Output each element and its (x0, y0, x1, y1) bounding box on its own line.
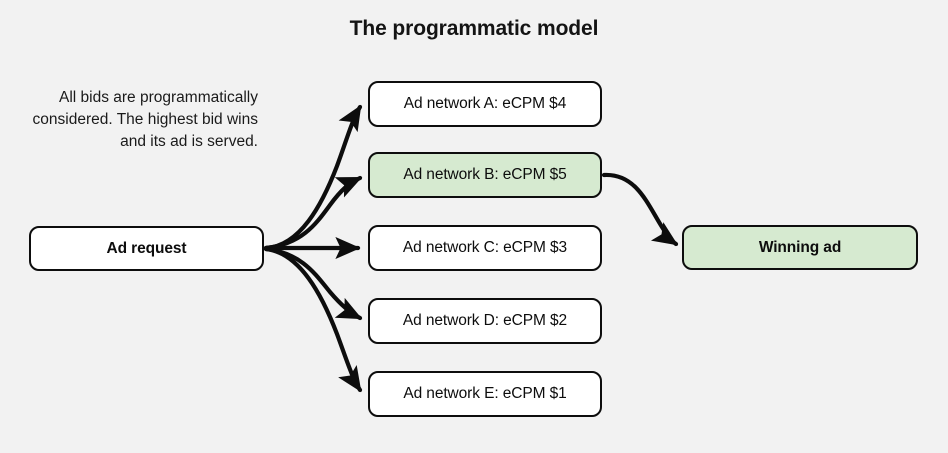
node-ad-network-c-label: Ad network C: eCPM $3 (402, 239, 568, 256)
node-ad-request[interactable]: Ad request (29, 226, 264, 271)
edge-network-b-to-winning-ad (601, 172, 679, 247)
diagram-description: All bids are programmatically considered… (32, 89, 258, 150)
node-ad-network-d[interactable]: Ad network D: eCPM $2 (368, 298, 602, 344)
node-ad-network-a[interactable]: Ad network A: eCPM $4 (368, 81, 602, 127)
node-ad-request-label: Ad request (106, 239, 187, 257)
edge-request-to-network-d (263, 246, 363, 321)
node-ad-network-b[interactable]: Ad network B: eCPM $5 (368, 152, 602, 198)
edge-request-to-network-b (263, 175, 363, 251)
node-ad-network-a-label: Ad network A: eCPM $4 (403, 95, 567, 112)
edge-request-to-network-e (263, 246, 363, 393)
node-ad-network-c[interactable]: Ad network C: eCPM $3 (368, 225, 602, 271)
node-ad-network-e[interactable]: Ad network E: eCPM $1 (368, 371, 602, 417)
node-ad-network-e-label: Ad network E: eCPM $1 (403, 385, 567, 402)
edge-request-to-network-a (263, 104, 363, 251)
node-winning-ad-label: Winning ad (758, 238, 842, 256)
page-title: The programmatic model (349, 17, 599, 40)
node-winning-ad[interactable]: Winning ad (682, 225, 918, 270)
node-ad-network-d-label: Ad network D: eCPM $2 (402, 312, 568, 329)
node-ad-network-b-label: Ad network B: eCPM $5 (403, 166, 567, 183)
